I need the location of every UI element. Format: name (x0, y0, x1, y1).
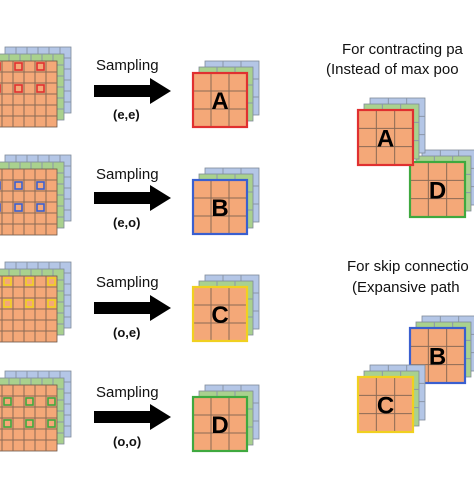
sampling-mask-4-1 (3, 397, 12, 406)
output-stack-3-letter: C (211, 302, 228, 329)
input-grid-3-lines (0, 276, 57, 342)
expansive-path-note: (Expansive path (352, 279, 460, 296)
combined-bottom-second-letter: B (429, 344, 446, 371)
input-grid-2-lines (0, 169, 57, 235)
sampling-label-1: Sampling (96, 57, 159, 74)
combined-top-second-border (408, 160, 467, 219)
sampling-mask-1-5 (36, 62, 45, 71)
sampling-mask-2-5 (36, 181, 45, 190)
sampling-code-2: (e,o) (113, 215, 141, 230)
output-stack-3-border (191, 285, 249, 343)
combined-bottom-second-lines (410, 328, 465, 383)
sampling-label-3: Sampling (96, 274, 159, 291)
output-stack-1-border (191, 71, 249, 129)
combined-top-first-front (358, 110, 413, 165)
combined-bottom-first-lines (358, 377, 413, 432)
sampling-mask-1-6 (36, 84, 45, 93)
sampling-arrow-1 (94, 78, 171, 104)
sampling-mask-4-4 (25, 419, 34, 428)
sampling-mask-1-4 (14, 84, 23, 93)
output-stack-1-front (193, 73, 247, 127)
input-grid-1-lines (0, 61, 57, 127)
sampling-code-4: (o,o) (113, 434, 142, 449)
output-stack-1-letter: A (211, 88, 228, 115)
sampling-mask-3-1 (3, 277, 12, 286)
input-grid-4-lines (0, 385, 57, 451)
sampling-mask-3-3 (25, 277, 34, 286)
combined-top-second-lines (410, 162, 465, 217)
sampling-mask-2-4 (14, 203, 23, 212)
sampling-mask-4-2 (3, 419, 12, 428)
combined-top-first-letter: A (377, 126, 394, 153)
sampling-mask-3-5 (47, 277, 56, 286)
output-stack-2-border (191, 178, 249, 236)
sampling-mask-4-3 (25, 397, 34, 406)
output-stack-3-front (193, 287, 247, 341)
output-stack-4-lines (193, 397, 247, 451)
combined-bottom-second-border (408, 326, 467, 385)
output-stack-3-lines (193, 287, 247, 341)
sampling-label-4: Sampling (96, 384, 159, 401)
combined-top-first-lines (358, 110, 413, 165)
output-stack-2-front (193, 180, 247, 234)
skip-connection-title: For skip connectio (347, 258, 469, 275)
sampling-label-2: Sampling (96, 166, 159, 183)
output-stack-4-letter: D (211, 412, 228, 439)
combined-bottom-first-border (356, 375, 415, 434)
sampling-arrow-4 (94, 404, 171, 430)
sampling-mask-2-6 (36, 203, 45, 212)
combined-top-second-front (410, 162, 465, 217)
output-stack-1-lines (193, 73, 247, 127)
sampling-mask-1-3 (14, 62, 23, 71)
sampling-code-3: (o,e) (113, 325, 141, 340)
contracting-path-title: For contracting pa (342, 41, 463, 58)
sampling-mask-4-5 (47, 397, 56, 406)
output-stack-4-front (193, 397, 247, 451)
output-stack-2-letter: B (211, 195, 228, 222)
sampling-mask-3-4 (25, 299, 34, 308)
combined-bottom-first-letter: C (377, 393, 394, 420)
combined-top-first-border (356, 108, 415, 167)
sampling-mask-3-2 (3, 299, 12, 308)
sampling-mask-2-3 (14, 181, 23, 190)
sampling-code-1: (e,e) (113, 107, 140, 122)
output-stack-4-border (191, 395, 249, 453)
combined-top-second-letter: D (429, 178, 446, 205)
sampling-mask-3-6 (47, 299, 56, 308)
sampling-mask-4-6 (47, 419, 56, 428)
combined-bottom-first-front (358, 377, 413, 432)
output-stack-2-lines (193, 180, 247, 234)
sampling-arrow-2 (94, 185, 171, 211)
sampling-arrow-3 (94, 295, 171, 321)
contracting-path-note: (Instead of max poo (326, 61, 459, 78)
